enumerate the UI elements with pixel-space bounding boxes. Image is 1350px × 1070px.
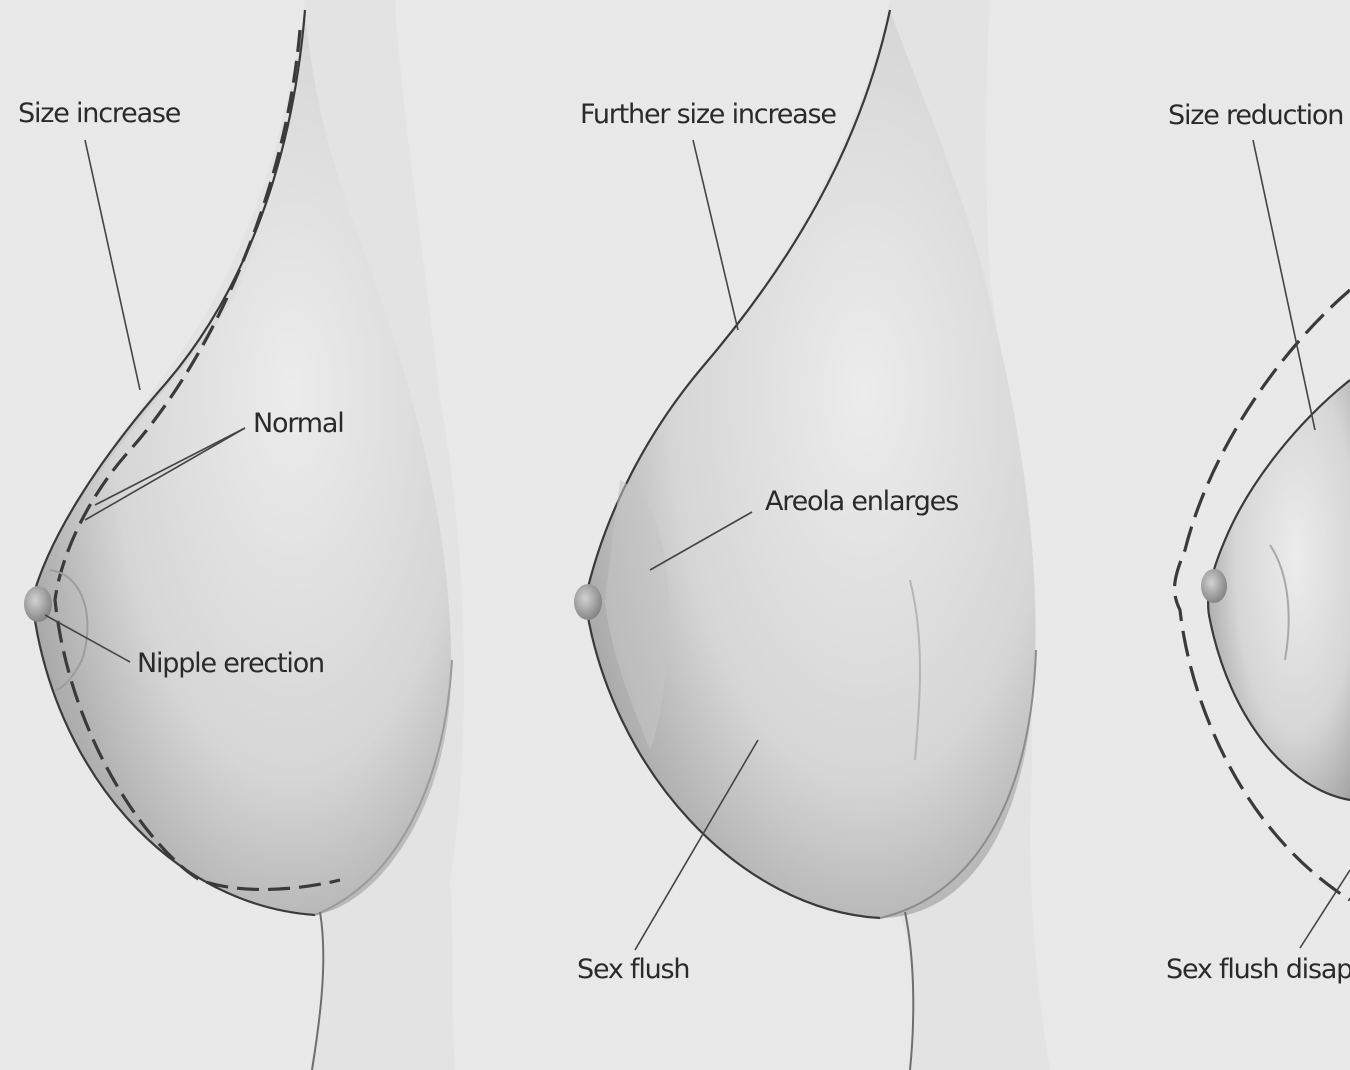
panel-3-nipple [1201,569,1227,603]
label-further-size-increase: Further size increase [580,101,836,128]
label-areola-enlarges: Areola enlarges [765,488,958,515]
panel-2-nipple [574,584,602,620]
label-sex-flush-disappears: Sex flush disap [1166,956,1350,983]
label-sex-flush: Sex flush [577,956,689,983]
label-normal: Normal [253,410,344,437]
label-size-reduction: Size reduction [1168,102,1343,129]
label-nipple-erection: Nipple erection [137,650,324,677]
label-size-increase: Size increase [18,100,180,127]
